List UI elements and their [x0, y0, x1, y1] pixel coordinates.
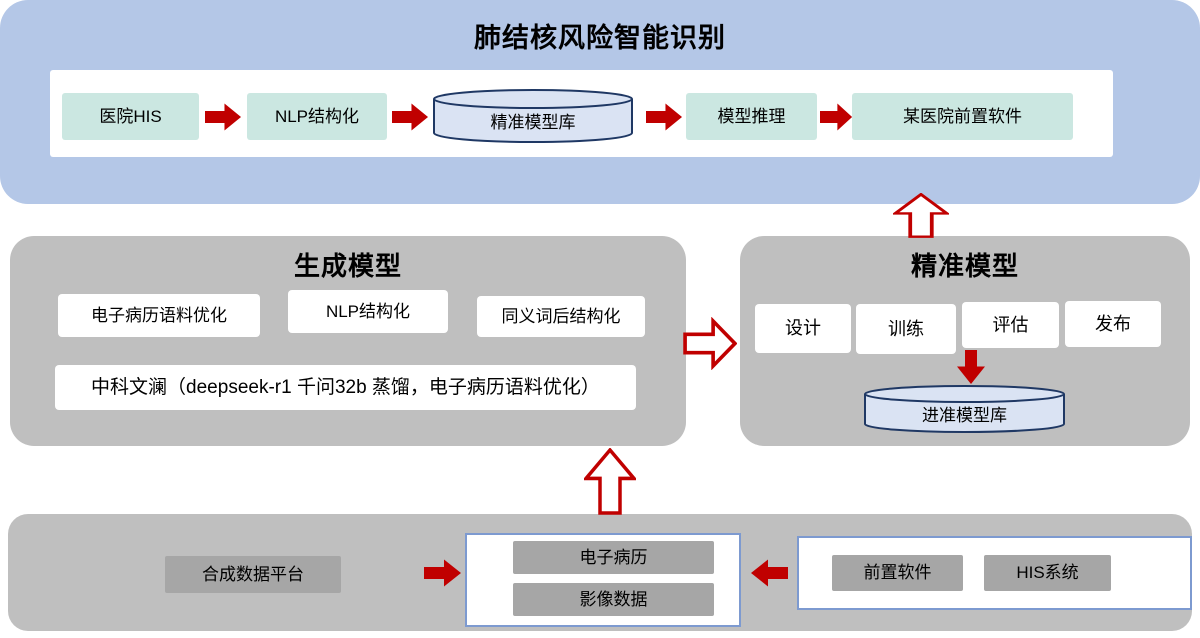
- node-step-publish: 发布: [1065, 301, 1161, 347]
- node-emr-data: 电子病历: [513, 541, 714, 574]
- db-precise-model-bottom: 进准模型库: [862, 384, 1067, 434]
- node-synonym-structuring: 同义词后结构化: [477, 296, 645, 337]
- arrow-right-icon: [820, 102, 853, 132]
- arrow-down-icon: [955, 350, 987, 385]
- arrow-up-outlined-icon: [893, 193, 949, 238]
- generate-model-title: 生成模型: [293, 251, 402, 281]
- node-zhongke-wenlan: 中科文澜（deepseek-r1 千问32b 蒸馏，电子病历语料优化）: [55, 365, 636, 410]
- node-imaging-data: 影像数据: [513, 583, 714, 616]
- node-step-evaluate: 评估: [962, 302, 1059, 348]
- node-step-design: 设计: [755, 304, 851, 353]
- precise-model-title: 精准模型: [910, 251, 1019, 281]
- node-emr-corpus-optimization: 电子病历语料优化: [58, 294, 260, 337]
- top-panel-title: 肺结核风险智能识别: [474, 23, 726, 53]
- db-precise-model-bottom-label: 进准模型库: [922, 405, 1007, 425]
- arrow-right-outlined-icon: [683, 317, 737, 370]
- node-his-system: HIS系统: [984, 555, 1111, 591]
- db-precise-model-top: 精准模型库: [431, 88, 635, 144]
- node-step-train: 训练: [856, 304, 956, 354]
- node-hospital-his: 医院HIS: [62, 93, 199, 140]
- arrow-up-outlined-icon: [584, 448, 636, 515]
- arrow-left-icon: [750, 558, 788, 588]
- node-front-software: 前置软件: [832, 555, 963, 591]
- node-model-inference: 模型推理: [686, 93, 817, 140]
- node-nlp-structuring: NLP结构化: [247, 93, 387, 140]
- node-hospital-front-software: 某医院前置软件: [852, 93, 1073, 140]
- cylinder-icon: [433, 89, 633, 143]
- arrow-right-icon: [392, 102, 429, 132]
- db-precise-model-top-label: 精准模型库: [490, 112, 576, 132]
- arrow-right-icon: [205, 102, 242, 132]
- node-synthetic-data-platform: 合成数据平台: [165, 556, 341, 593]
- node-nlp-structuring-gen: NLP结构化: [288, 290, 448, 333]
- arrow-right-icon: [646, 102, 683, 132]
- cylinder-icon: [864, 385, 1065, 433]
- arrow-right-icon: [424, 558, 462, 588]
- generate-model-panel: [10, 236, 686, 446]
